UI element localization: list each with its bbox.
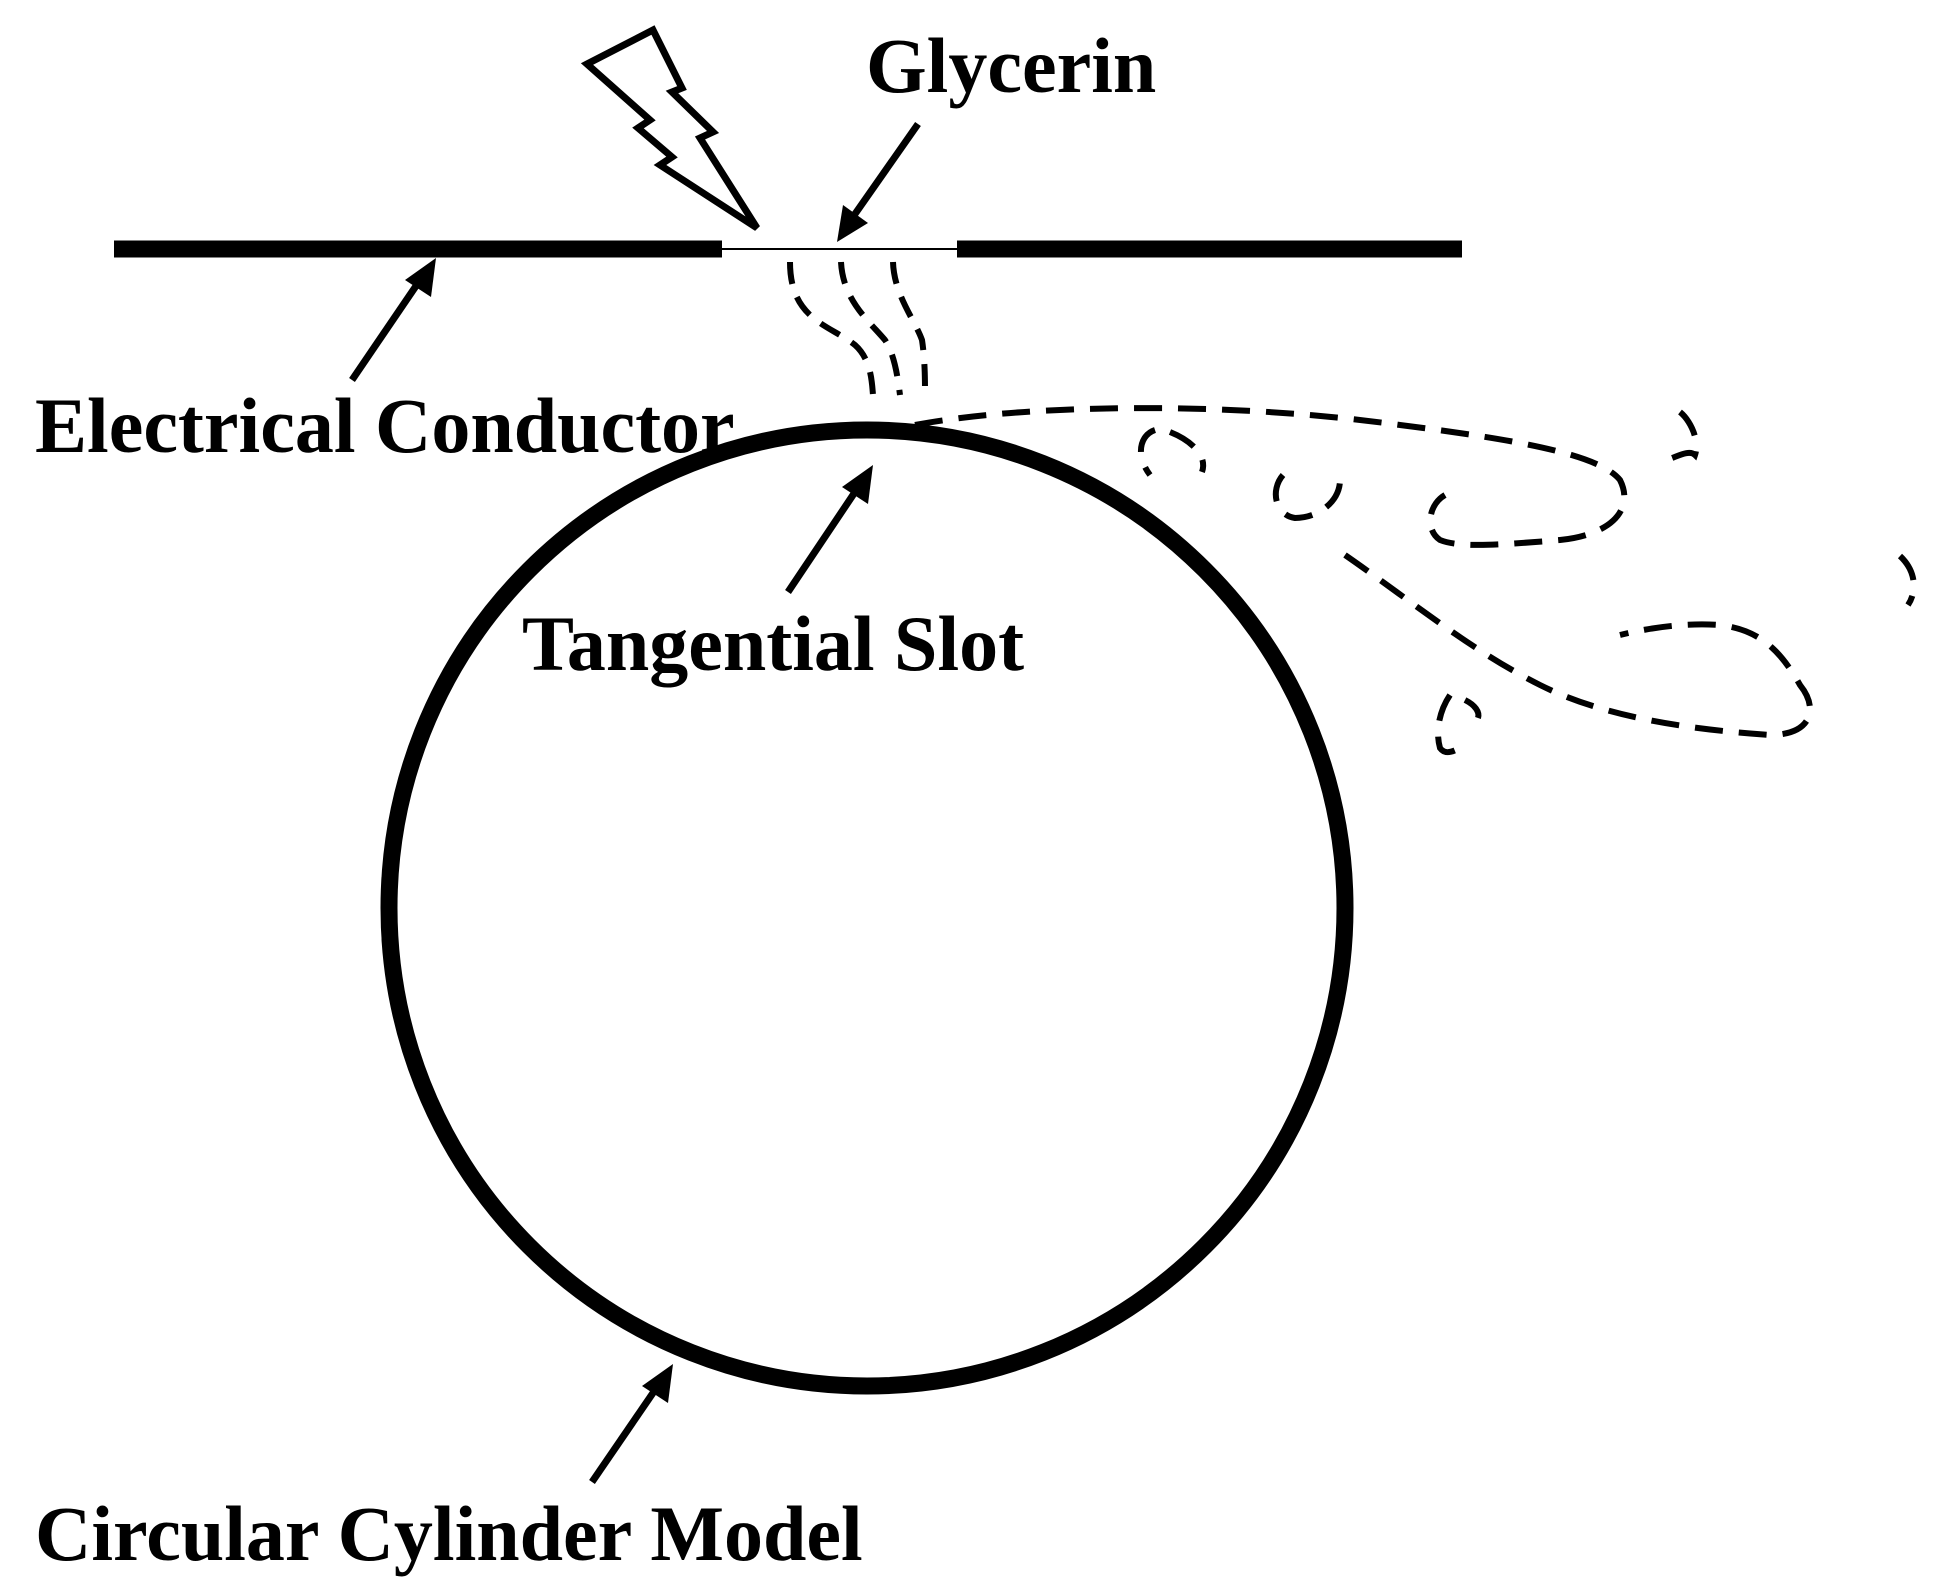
arrow-glycerin bbox=[837, 121, 921, 242]
vortex-wake bbox=[914, 405, 1917, 756]
label-tangential-slot: Tangential Slot bbox=[522, 600, 1024, 687]
lightning-bolt-icon bbox=[580, 25, 760, 231]
arrow-circular-cylinder bbox=[589, 1364, 673, 1484]
circular-cylinder bbox=[380, 421, 1354, 1395]
label-electrical-conductor: Electrical Conductor bbox=[35, 382, 735, 469]
glycerin-flow-lines bbox=[787, 261, 928, 396]
label-glycerin: Glycerin bbox=[866, 22, 1156, 109]
arrow-electrical-conductor bbox=[349, 258, 436, 382]
arrow-tangential-slot bbox=[785, 465, 873, 594]
label-circular-cylinder-model: Circular Cylinder Model bbox=[35, 1490, 863, 1577]
